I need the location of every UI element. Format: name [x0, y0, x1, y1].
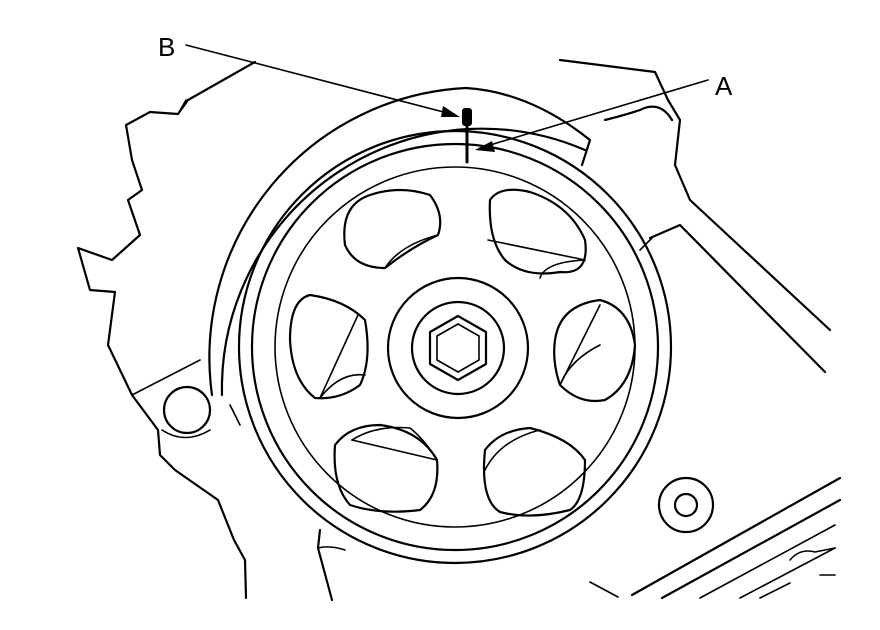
housing-boss-left: [162, 385, 212, 435]
pulley-washer: [410, 300, 506, 396]
hex-bolt: [428, 314, 488, 382]
pulley-inner-rim: [250, 142, 660, 552]
spoke-window: [288, 293, 369, 400]
leader-line-a: [479, 79, 709, 149]
spoke-window: [333, 423, 439, 513]
callout-leaders: [185, 44, 709, 152]
timing-cover-arc: [208, 86, 592, 426]
pulley-outer-rim: [237, 129, 673, 565]
housing-boss-right: [657, 476, 715, 534]
pulley: [237, 108, 673, 565]
pulley-face-ring: [274, 166, 636, 528]
spoke-window: [487, 188, 587, 279]
callout-label-b: B: [158, 32, 175, 62]
engine-housing-right: [316, 58, 842, 602]
callout-label-a: A: [715, 71, 733, 101]
cover-pointer-mark: [462, 108, 472, 126]
spoke-window: [482, 426, 587, 517]
leader-line-b: [185, 44, 456, 116]
pulley-hub: [386, 276, 530, 420]
engine-housing: [76, 60, 257, 600]
spoke-window: [553, 298, 637, 403]
spoke-window: [343, 188, 442, 270]
